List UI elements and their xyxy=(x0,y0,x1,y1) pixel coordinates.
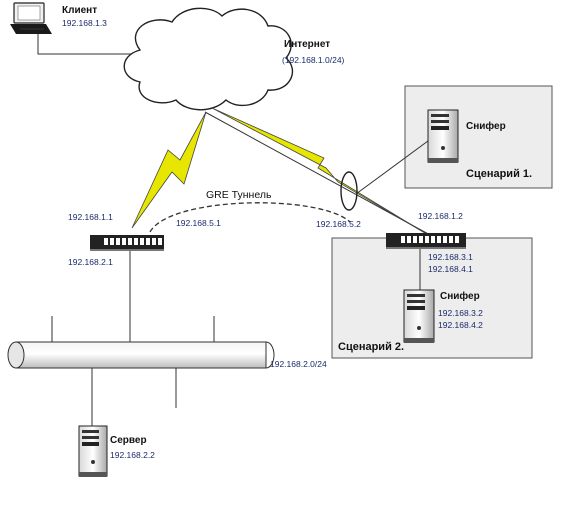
client-title: Клиент xyxy=(62,5,98,16)
lan-network: 192.168.2.0/24 xyxy=(270,359,327,369)
tap-ellipse xyxy=(340,171,358,211)
internet-network: (192.168.1.0/24) xyxy=(282,55,345,65)
router-left-tunnel-ip: 192.168.5.1 xyxy=(176,218,221,228)
router-right xyxy=(386,233,466,249)
internet-title: Интернет xyxy=(284,39,331,50)
sniffer2-ip-2: 192.168.4.2 xyxy=(438,320,483,330)
router-right-lan-ip-2: 192.168.4.1 xyxy=(428,264,473,274)
lightning-link-left xyxy=(131,111,207,229)
router-right-lan-ip-1: 192.168.3.1 xyxy=(428,252,473,262)
scenario1-label: Сценарий 1. xyxy=(466,168,533,180)
router-left xyxy=(90,235,164,251)
sniffer1-computer-icon xyxy=(427,109,459,163)
sniffer1-title: Снифер xyxy=(466,121,506,132)
server-ip: 192.168.2.2 xyxy=(110,450,155,460)
internet-cloud xyxy=(123,7,294,111)
laptop-icon xyxy=(10,2,52,34)
server-computer-icon xyxy=(78,425,108,477)
client-link xyxy=(37,34,150,55)
router-left-lan-ip: 192.168.2.1 xyxy=(68,257,113,267)
sniffer2-title: Снифер xyxy=(440,291,480,302)
sniffer2-ip-1: 192.168.3.2 xyxy=(438,308,483,318)
scenario2-label: Сценарий 2. xyxy=(338,341,405,353)
sniffer2-computer-icon xyxy=(403,289,435,343)
sniffer1-link xyxy=(355,137,433,195)
router-right-wan-ip: 192.168.1.2 xyxy=(418,211,463,221)
lan-bus xyxy=(7,341,275,369)
lightning-link-right xyxy=(211,107,431,237)
router-right-tunnel-ip: 192.168.5.2 xyxy=(316,219,361,229)
router-left-wan-ip: 192.168.1.1 xyxy=(68,212,113,222)
server-title: Сервер xyxy=(110,435,147,446)
gre-tunnel xyxy=(149,202,351,233)
client-ip: 192.168.1.3 xyxy=(62,18,107,28)
gre-tunnel-label: GRE Туннель xyxy=(206,189,272,201)
